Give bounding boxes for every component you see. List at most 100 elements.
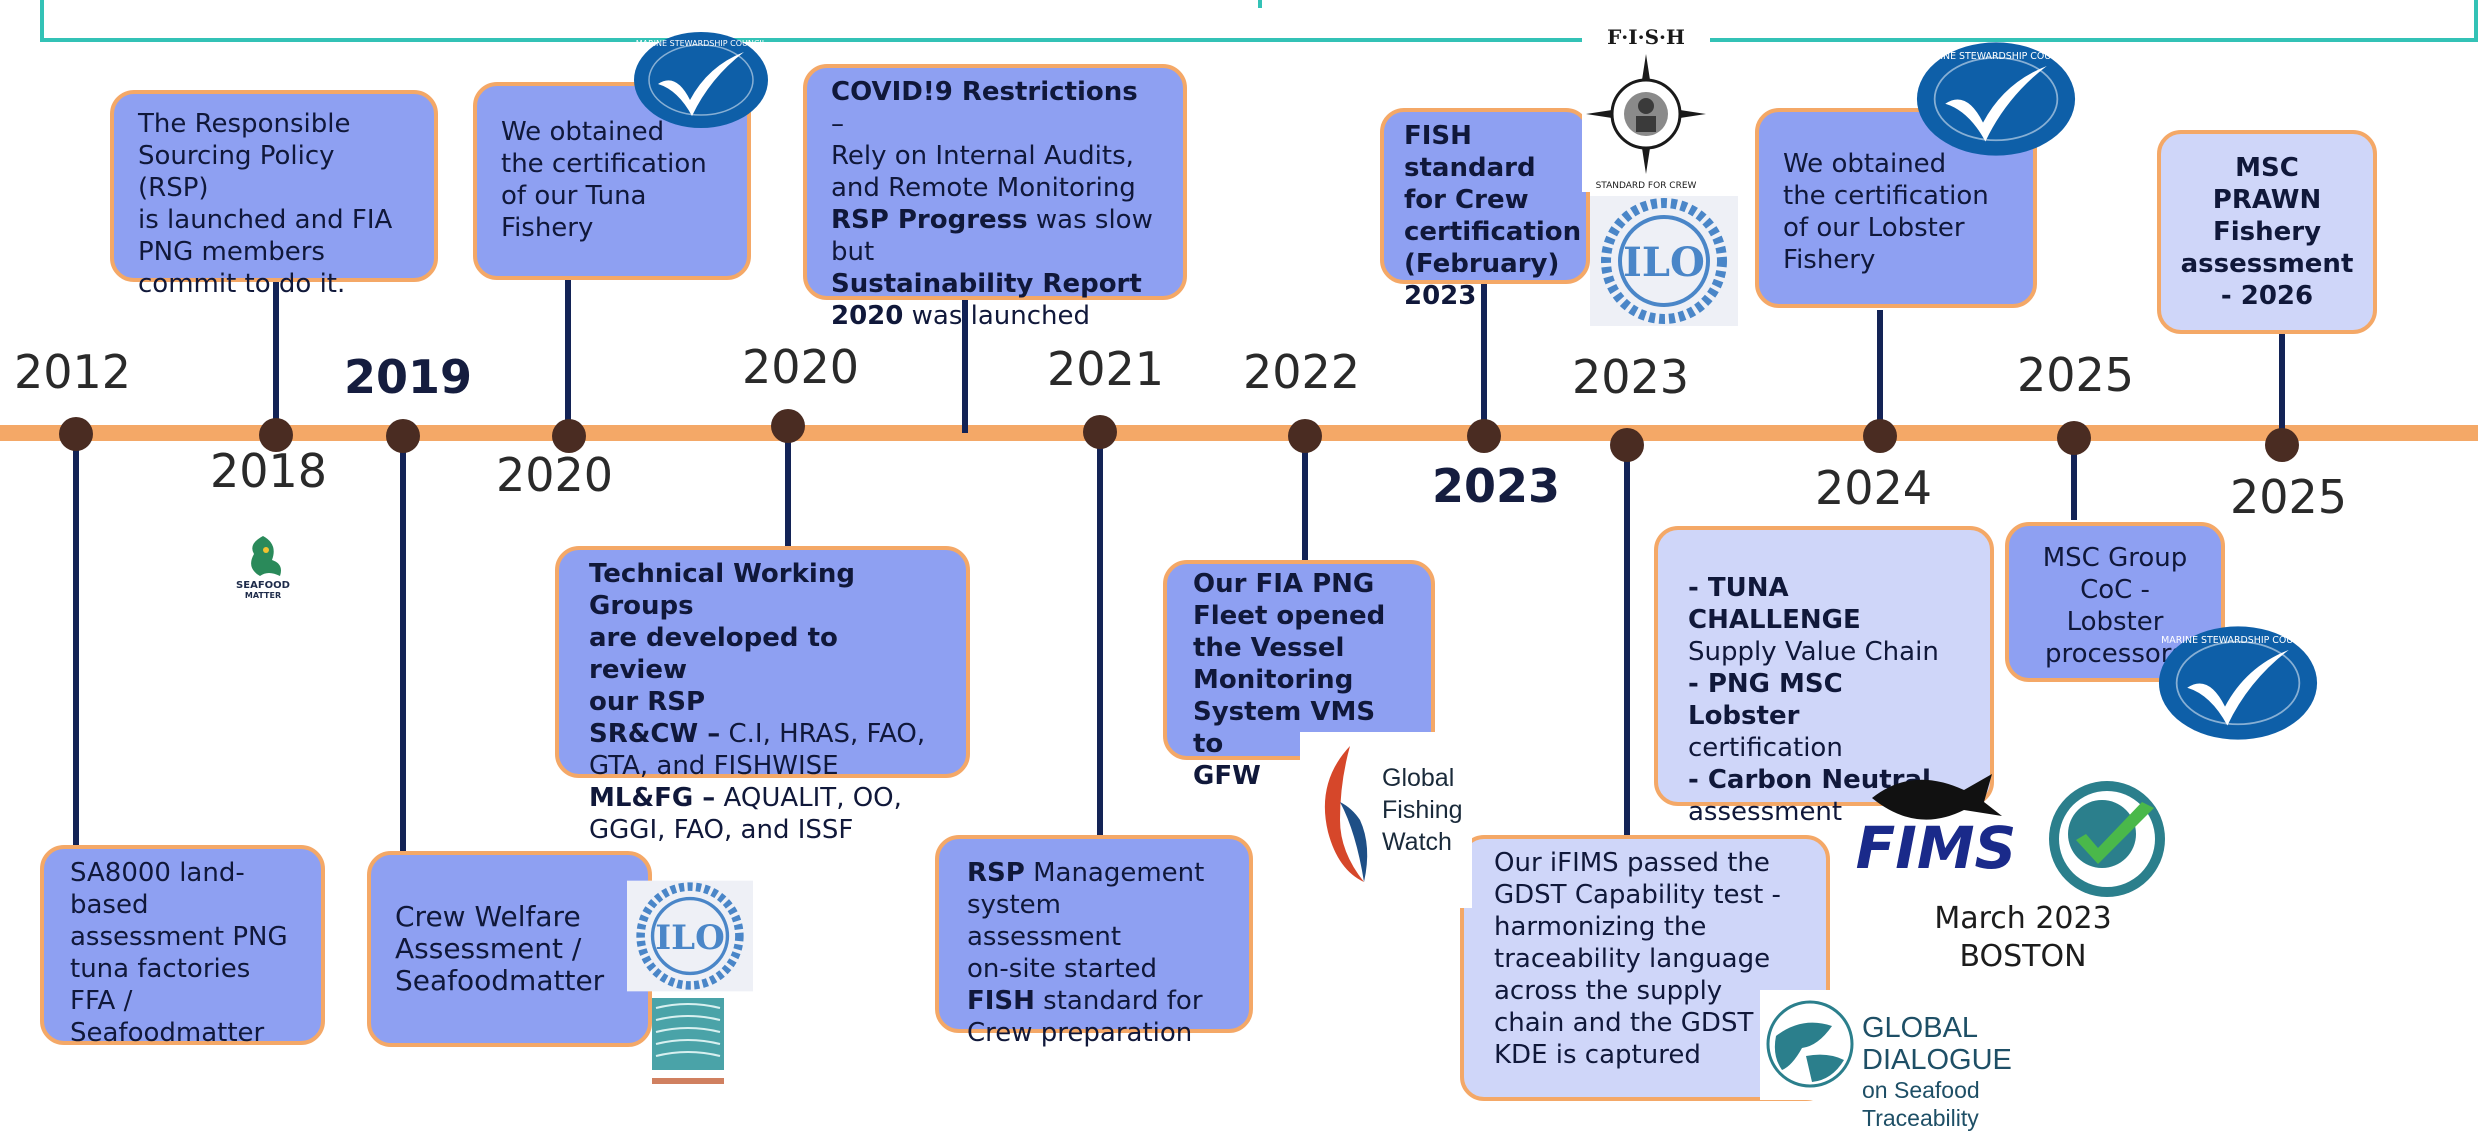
gdst-logo: GLOBAL DIALOGUE on Seafood Traceability — [1760, 990, 2100, 1131]
event-line: system assessment — [967, 890, 1122, 952]
fish-pattern-logo-icon — [652, 998, 724, 1084]
event-bold: our RSP — [589, 687, 706, 717]
event-bold: are developed to review — [589, 623, 838, 685]
stem — [2071, 438, 2077, 520]
stem — [1624, 440, 1630, 840]
caption-line: BOSTON — [1959, 939, 2087, 974]
event-line: Fishery — [1783, 245, 1876, 275]
event-covid-restrictions: COVID!9 Restrictions – Rely on Internal … — [803, 64, 1187, 331]
year-label: 2025 — [2230, 470, 2348, 524]
event-technical-working-groups: Technical Working Groups are developed t… — [555, 546, 970, 845]
event-bold: FISH — [967, 986, 1035, 1016]
caption-line: March 2023 — [1934, 901, 2112, 936]
timeline-dot — [1288, 419, 1322, 453]
event-line: on-site started — [967, 954, 1158, 984]
timeline-dot — [1467, 419, 1501, 453]
event-line: the certification — [1783, 181, 1989, 211]
event-line: of our Lobster — [1783, 213, 1965, 243]
frame-tick — [1258, 0, 1262, 8]
fims-text: FIMS — [1856, 814, 2014, 878]
gdst-text: GLOBAL DIALOGUE on Seafood Traceability — [1862, 1012, 2012, 1131]
event-line: tuna factories — [70, 954, 251, 984]
event-line: chain and the GDST — [1494, 1008, 1754, 1038]
year-label: 2025 — [2017, 348, 2135, 402]
event-line: PRAWN — [2212, 185, 2322, 215]
event-line: SA8000 land- — [70, 858, 245, 888]
event-line: GFW — [1193, 761, 1261, 791]
global-fishing-watch-logo: Global Fishing Watch — [1300, 732, 1472, 908]
event-line: but — [831, 237, 875, 267]
event-bold: Sustainability Report — [831, 269, 1142, 299]
year-label: 2018 — [210, 444, 328, 498]
event-line: Rely on Internal Audits, — [831, 141, 1134, 171]
event-msc-prawn: MSC PRAWN Fishery assessment - 2026 — [2157, 130, 2377, 334]
timeline-dot — [386, 419, 420, 453]
event-line: Assessment / — [395, 932, 582, 965]
event-line: processors — [2044, 639, 2186, 669]
event-line: harmonizing the — [1494, 912, 1707, 942]
ilo-text: ILO — [1623, 239, 1705, 286]
event-line: Seafoodmatter — [70, 1018, 265, 1048]
event-text: was launched — [903, 301, 1091, 331]
timeline-dot — [2265, 428, 2299, 462]
event-line: We obtained — [501, 117, 665, 147]
timeline-dot — [1610, 428, 1644, 462]
event-rsp-management: RSP Management system assessment on-site… — [935, 835, 1253, 1048]
event-line: Supply Value Chain — [1688, 637, 1939, 667]
event-line: GGGI, FAO, and ISSF — [589, 815, 854, 845]
timeline-dot — [2057, 421, 2091, 455]
event-line: the certification — [501, 149, 707, 179]
year-label: 2023 — [1572, 350, 1690, 404]
event-bold: RSP — [967, 858, 1025, 888]
event-line: of our Tuna — [501, 181, 647, 211]
year-label: 2012 — [14, 345, 132, 399]
fish-title: F·I·S·H — [1607, 25, 1685, 49]
event-line: (February) — [1404, 249, 1560, 279]
timeline-dot — [59, 417, 93, 451]
event-line: FISH standard — [1404, 121, 1536, 183]
event-line: Fishery — [501, 213, 594, 243]
event-text: AQUALIT, OO, — [715, 783, 902, 813]
event-line: commit to do it. — [138, 269, 346, 299]
event-line: across the supply — [1494, 976, 1723, 1006]
event-line: We obtained — [1783, 149, 1947, 179]
gfw-mark-icon — [1324, 746, 1368, 882]
msc-ring-text: MARINE STEWARDSHIP COUNCIL — [636, 39, 767, 48]
event-line: traceability language — [1494, 944, 1771, 974]
event-line: is launched and FIA — [138, 205, 393, 235]
event-line: Fishery — [2212, 217, 2322, 247]
gfw-text: Global Fishing Watch — [1382, 764, 1463, 856]
event-line: Our iFIMS passed the — [1494, 848, 1770, 878]
event-ifims-gdst: Our iFIMS passed the GDST Capability tes… — [1460, 835, 1830, 1101]
event-fish-standard: FISH standard for Crew certification (Fe… — [1380, 108, 1590, 311]
event-line: System VMS to — [1193, 697, 1376, 759]
event-sa8000: SA8000 land- based assessment PNG tuna f… — [40, 845, 325, 1048]
event-vessel-monitoring: Our FIA PNG Fleet opened the Vessel Moni… — [1163, 560, 1435, 791]
gdst-globe-icon — [1766, 1000, 1854, 1088]
seafood-matter-logo-icon: SEAFOOD MATTER — [236, 536, 290, 600]
event-bold: ML&FG – — [589, 783, 716, 813]
verified-check-icon — [2049, 781, 2165, 897]
stem — [1481, 280, 1487, 425]
event-bold: RSP Progress — [831, 205, 1028, 235]
event-bold: Technical Working Groups — [589, 559, 855, 621]
seafood-matter-text: SEAFOOD — [236, 580, 290, 591]
ilo-logo-icon: ILO — [627, 880, 753, 992]
year-label: 2023 — [1432, 459, 1561, 513]
event-line: and Remote Monitoring — [831, 173, 1136, 203]
ilo-text: ILO — [655, 918, 725, 958]
timeline-dot — [1083, 415, 1117, 449]
msc-ring-text: MARINE STEWARDSHIP COUNCIL — [1919, 51, 2073, 62]
event-line: FFA / — [70, 986, 133, 1016]
event-line: GDST Capability test - — [1494, 880, 1781, 910]
event-text: – — [831, 109, 844, 139]
event-rsp-launch: The Responsible Sourcing Policy (RSP) is… — [110, 90, 438, 299]
timeline-axis — [0, 425, 2478, 441]
timeline-dot — [1863, 419, 1897, 453]
ilo-logo-icon: ILO — [1590, 196, 1738, 326]
stem — [2279, 328, 2285, 438]
stem — [400, 432, 406, 854]
year-label: 2021 — [1047, 342, 1165, 396]
event-line: assessment — [1688, 797, 1843, 827]
event-line: Fleet opened — [1193, 601, 1386, 631]
